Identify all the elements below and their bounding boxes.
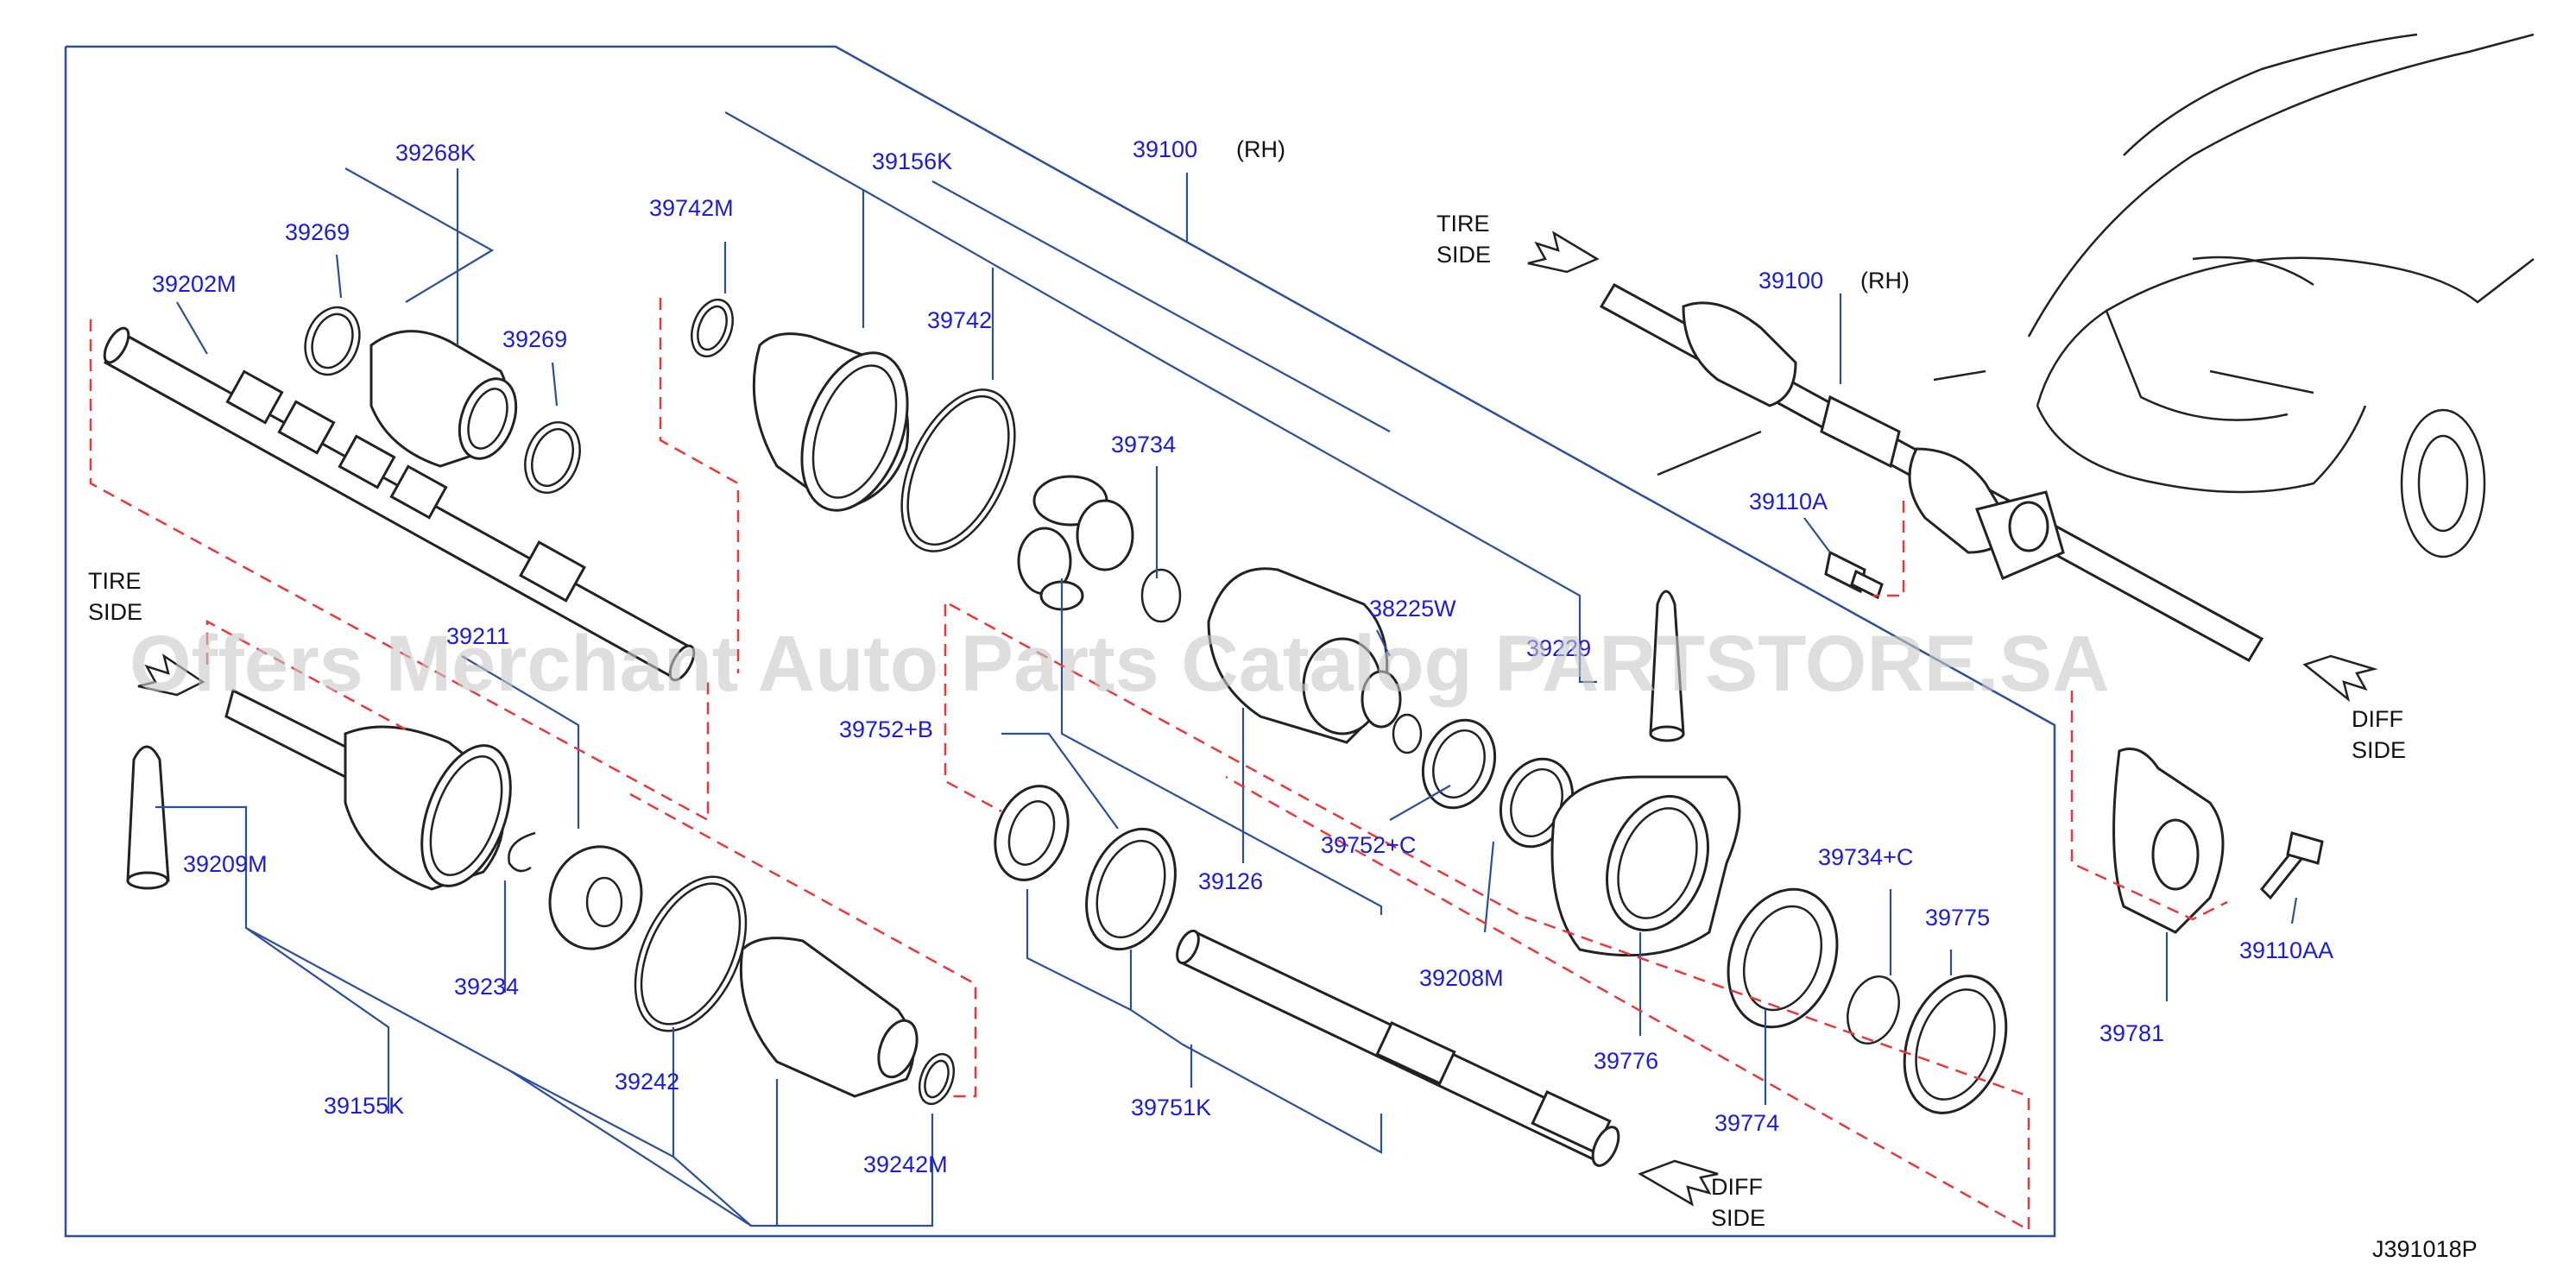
pointer-arrow-b <box>1657 430 1762 476</box>
diff-side-bottom-line1: DIFF <box>1711 1174 1763 1200</box>
grease-39229 <box>1649 590 1685 742</box>
label-39126: 39126 <box>1198 868 1263 894</box>
tire-side-left-line2: SIDE <box>88 599 142 625</box>
label-39208M: 39208M <box>1419 965 1504 991</box>
seal-39752B <box>994 785 1070 881</box>
label-39110AA: 39110AA <box>2239 937 2333 963</box>
label-39742M: 39742M <box>649 195 734 221</box>
boot-39268K <box>369 330 518 468</box>
shaft-39751K <box>1176 929 1620 1167</box>
shaft-39202M <box>103 326 696 682</box>
label-39209M: 39209M <box>183 851 268 877</box>
label-39734: 39734 <box>1111 432 1176 458</box>
label-39229: 39229 <box>1526 635 1591 661</box>
label-39268K: 39268K <box>395 140 476 166</box>
clamp-39269-b <box>524 420 581 495</box>
seal-39752C <box>1421 718 1497 810</box>
label-39734C: 39734+C <box>1818 844 1913 870</box>
bolt-39110AA <box>2259 831 2324 900</box>
diff-side-right-line1: DIFF <box>2352 706 2403 732</box>
boot-39156K <box>752 332 910 512</box>
vehicle-outline <box>2027 33 2535 558</box>
circlip-38225W <box>1392 713 1423 754</box>
seal-ring <box>1085 827 1177 951</box>
label-38225W: 38225W <box>1369 596 1456 622</box>
bearing-39774 <box>1727 887 1839 1029</box>
dashed-alignment-lines <box>89 298 2228 1233</box>
label-39100-inset-rh: (RH) <box>1860 268 1910 293</box>
tire-side-right-line1: TIRE <box>1436 211 1490 237</box>
label-39242: 39242 <box>615 1069 679 1095</box>
band-39242 <box>634 875 748 1032</box>
pointer-arrow-a <box>1933 369 1986 382</box>
label-39202M: 39202M <box>152 271 237 297</box>
label-39234: 39234 <box>454 974 519 1000</box>
label-39242M: 39242M <box>863 1152 948 1177</box>
inset-bolt-39110A <box>1824 550 1884 600</box>
label-39100-inset: 39100 <box>1758 268 1823 293</box>
label-39775: 39775 <box>1925 905 1990 931</box>
snap-ring-39734 <box>1140 568 1182 623</box>
housing-39126 <box>1207 567 1402 744</box>
label-39110A: 39110A <box>1749 489 1828 514</box>
arrow-diff-side-bottom <box>1638 1159 1719 1207</box>
clamp-39269-a <box>304 306 361 376</box>
label-39752B: 39752+B <box>839 716 933 742</box>
label-39742: 39742 <box>927 307 992 333</box>
tire-side-right-line2: SIDE <box>1436 242 1491 268</box>
assembly-frame <box>64 45 2056 1238</box>
inset-driveshaft <box>1599 282 2264 663</box>
label-39156K: 39156K <box>872 148 952 174</box>
diagram-code: J391018P <box>2372 1236 2478 1262</box>
label-39776: 39776 <box>1594 1048 1658 1074</box>
label-39774: 39774 <box>1714 1110 1779 1136</box>
inner-race <box>548 845 643 950</box>
label-39100: 39100 <box>1133 136 1197 162</box>
outer-joint-39211 <box>224 688 512 891</box>
label-39155K: 39155K <box>324 1093 404 1119</box>
arrow-tire-side-left <box>137 653 205 697</box>
snap-ring-39734C <box>1847 975 1900 1045</box>
support-39781 <box>2112 748 2225 934</box>
clamp-39742M <box>691 298 734 358</box>
arrow-tire-side-right <box>1527 230 1600 274</box>
bracket-39776 <box>1550 775 1741 957</box>
label-39781: 39781 <box>2099 1020 2164 1046</box>
arrow-diff-side-right <box>2302 654 2378 703</box>
grease-39209M <box>126 745 170 890</box>
diff-side-right-line2: SIDE <box>2352 737 2406 763</box>
label-39752C: 39752+C <box>1321 832 1416 858</box>
circlip-39234 <box>508 831 536 873</box>
tire-side-left-line1: TIRE <box>88 568 142 594</box>
label-39269-a: 39269 <box>285 219 350 245</box>
label-39269-b: 39269 <box>502 326 567 352</box>
band-39742 <box>900 388 1016 552</box>
leader-lines <box>155 111 2298 1227</box>
label-39211: 39211 <box>446 623 509 649</box>
clamp-39242M <box>918 1052 956 1106</box>
tripod-joint <box>1017 475 1134 611</box>
seal-39775 <box>1903 975 2008 1114</box>
watermark: Offers Merchant Auto Parts Catalog PARTS… <box>129 620 2110 708</box>
diff-side-bottom-line2: SIDE <box>1711 1205 1765 1231</box>
label-39100-rh: (RH) <box>1236 136 1285 162</box>
label-39751K: 39751K <box>1131 1095 1211 1120</box>
boot-39155K <box>739 937 919 1098</box>
